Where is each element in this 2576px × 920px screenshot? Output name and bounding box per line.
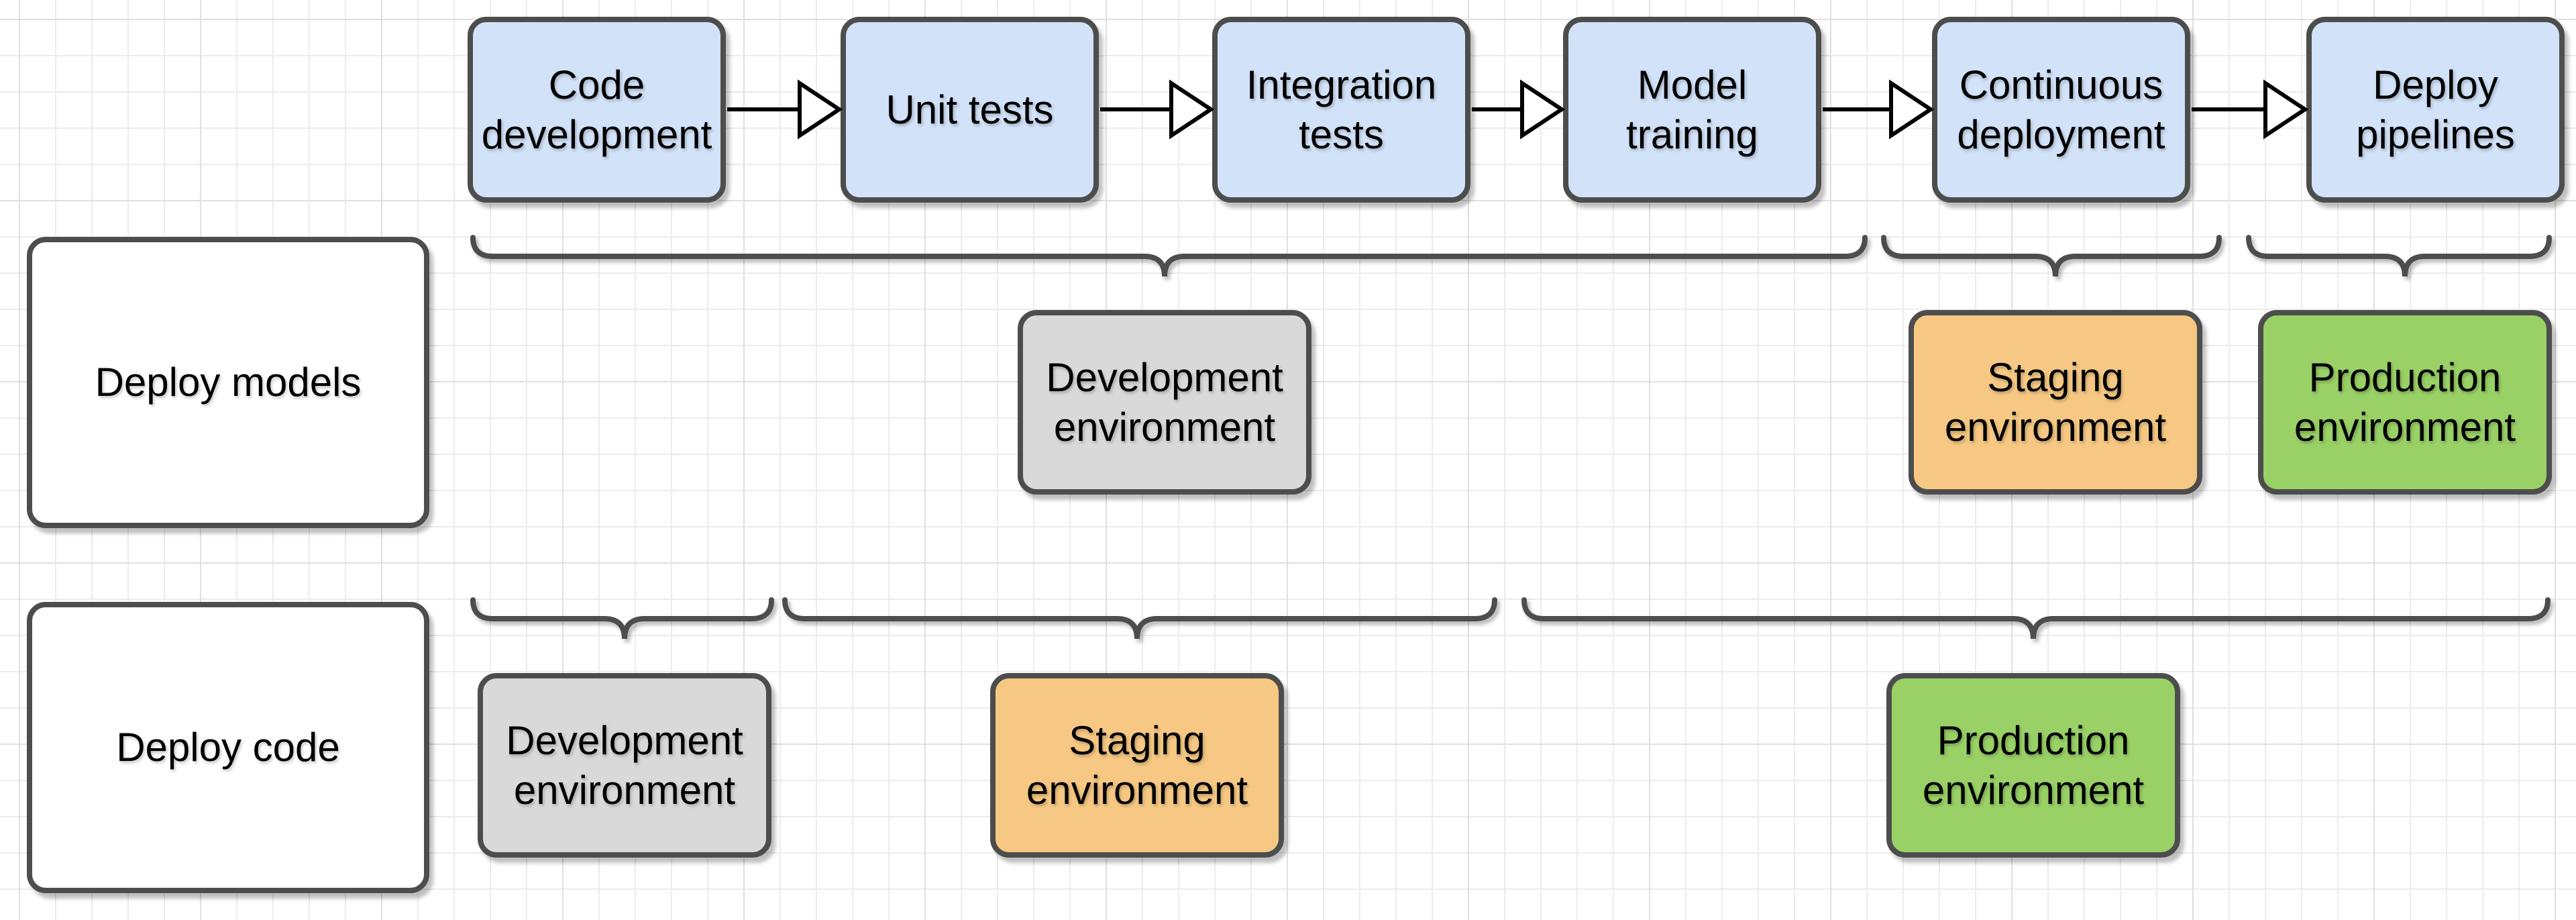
env-box-models-production: Production environment bbox=[2258, 310, 2552, 495]
stage-box-unit-tests: Unit tests bbox=[841, 17, 1099, 203]
brace-models-development bbox=[470, 235, 1868, 277]
flow-arrow bbox=[2192, 79, 2309, 140]
brace-models-staging bbox=[1881, 235, 2222, 277]
env-box-code-staging: Staging environment bbox=[990, 673, 1284, 858]
brace-models-production bbox=[2246, 235, 2552, 277]
brace-code-production bbox=[1521, 597, 2551, 640]
env-box-models-staging: Staging environment bbox=[1909, 310, 2202, 495]
env-label: Staging environment bbox=[1026, 717, 1248, 813]
env-box-models-development: Development environment bbox=[1018, 310, 1311, 495]
arrowhead-icon bbox=[1520, 79, 1566, 140]
arrowhead-icon bbox=[798, 79, 843, 140]
arrowhead-icon bbox=[1889, 79, 1935, 140]
stage-label: Code development bbox=[481, 62, 712, 157]
env-label: Production environment bbox=[2294, 354, 2516, 450]
row-label-deploy-models: Deploy models bbox=[27, 237, 429, 528]
stage-label: Model training bbox=[1626, 62, 1758, 157]
flow-arrow bbox=[727, 79, 843, 140]
arrowhead-icon bbox=[1169, 79, 1215, 140]
stage-box-integration-tests: Integration tests bbox=[1212, 17, 1470, 203]
flow-arrow bbox=[1100, 79, 1215, 140]
env-label: Staging environment bbox=[1944, 354, 2167, 450]
row-label-deploy-code: Deploy code bbox=[27, 602, 429, 893]
env-box-code-development: Development environment bbox=[478, 673, 771, 858]
stage-box-model-training: Model training bbox=[1563, 17, 1821, 203]
env-label: Development environment bbox=[1046, 354, 1283, 450]
row-label-text: Deploy code bbox=[116, 725, 340, 770]
stage-box-code-development: Code development bbox=[468, 17, 726, 203]
flow-arrow bbox=[1472, 79, 1566, 140]
stage-label: Continuous deployment bbox=[1957, 62, 2165, 157]
stage-label: Integration tests bbox=[1246, 62, 1437, 157]
row-label-text: Deploy models bbox=[95, 360, 362, 405]
env-label: Production environment bbox=[1922, 717, 2145, 813]
stage-box-deploy-pipelines: Deploy pipelines bbox=[2306, 17, 2565, 203]
flow-arrow bbox=[1823, 79, 1935, 140]
brace-code-development bbox=[470, 597, 774, 640]
stage-label: Unit tests bbox=[885, 87, 1054, 132]
env-label: Development environment bbox=[506, 717, 743, 813]
stage-label: Deploy pipelines bbox=[2356, 62, 2515, 157]
arrowhead-icon bbox=[2263, 79, 2309, 140]
stage-box-continuous-deployment: Continuous deployment bbox=[1932, 17, 2190, 203]
env-box-code-production: Production environment bbox=[1886, 673, 2180, 858]
brace-code-staging bbox=[782, 597, 1497, 640]
